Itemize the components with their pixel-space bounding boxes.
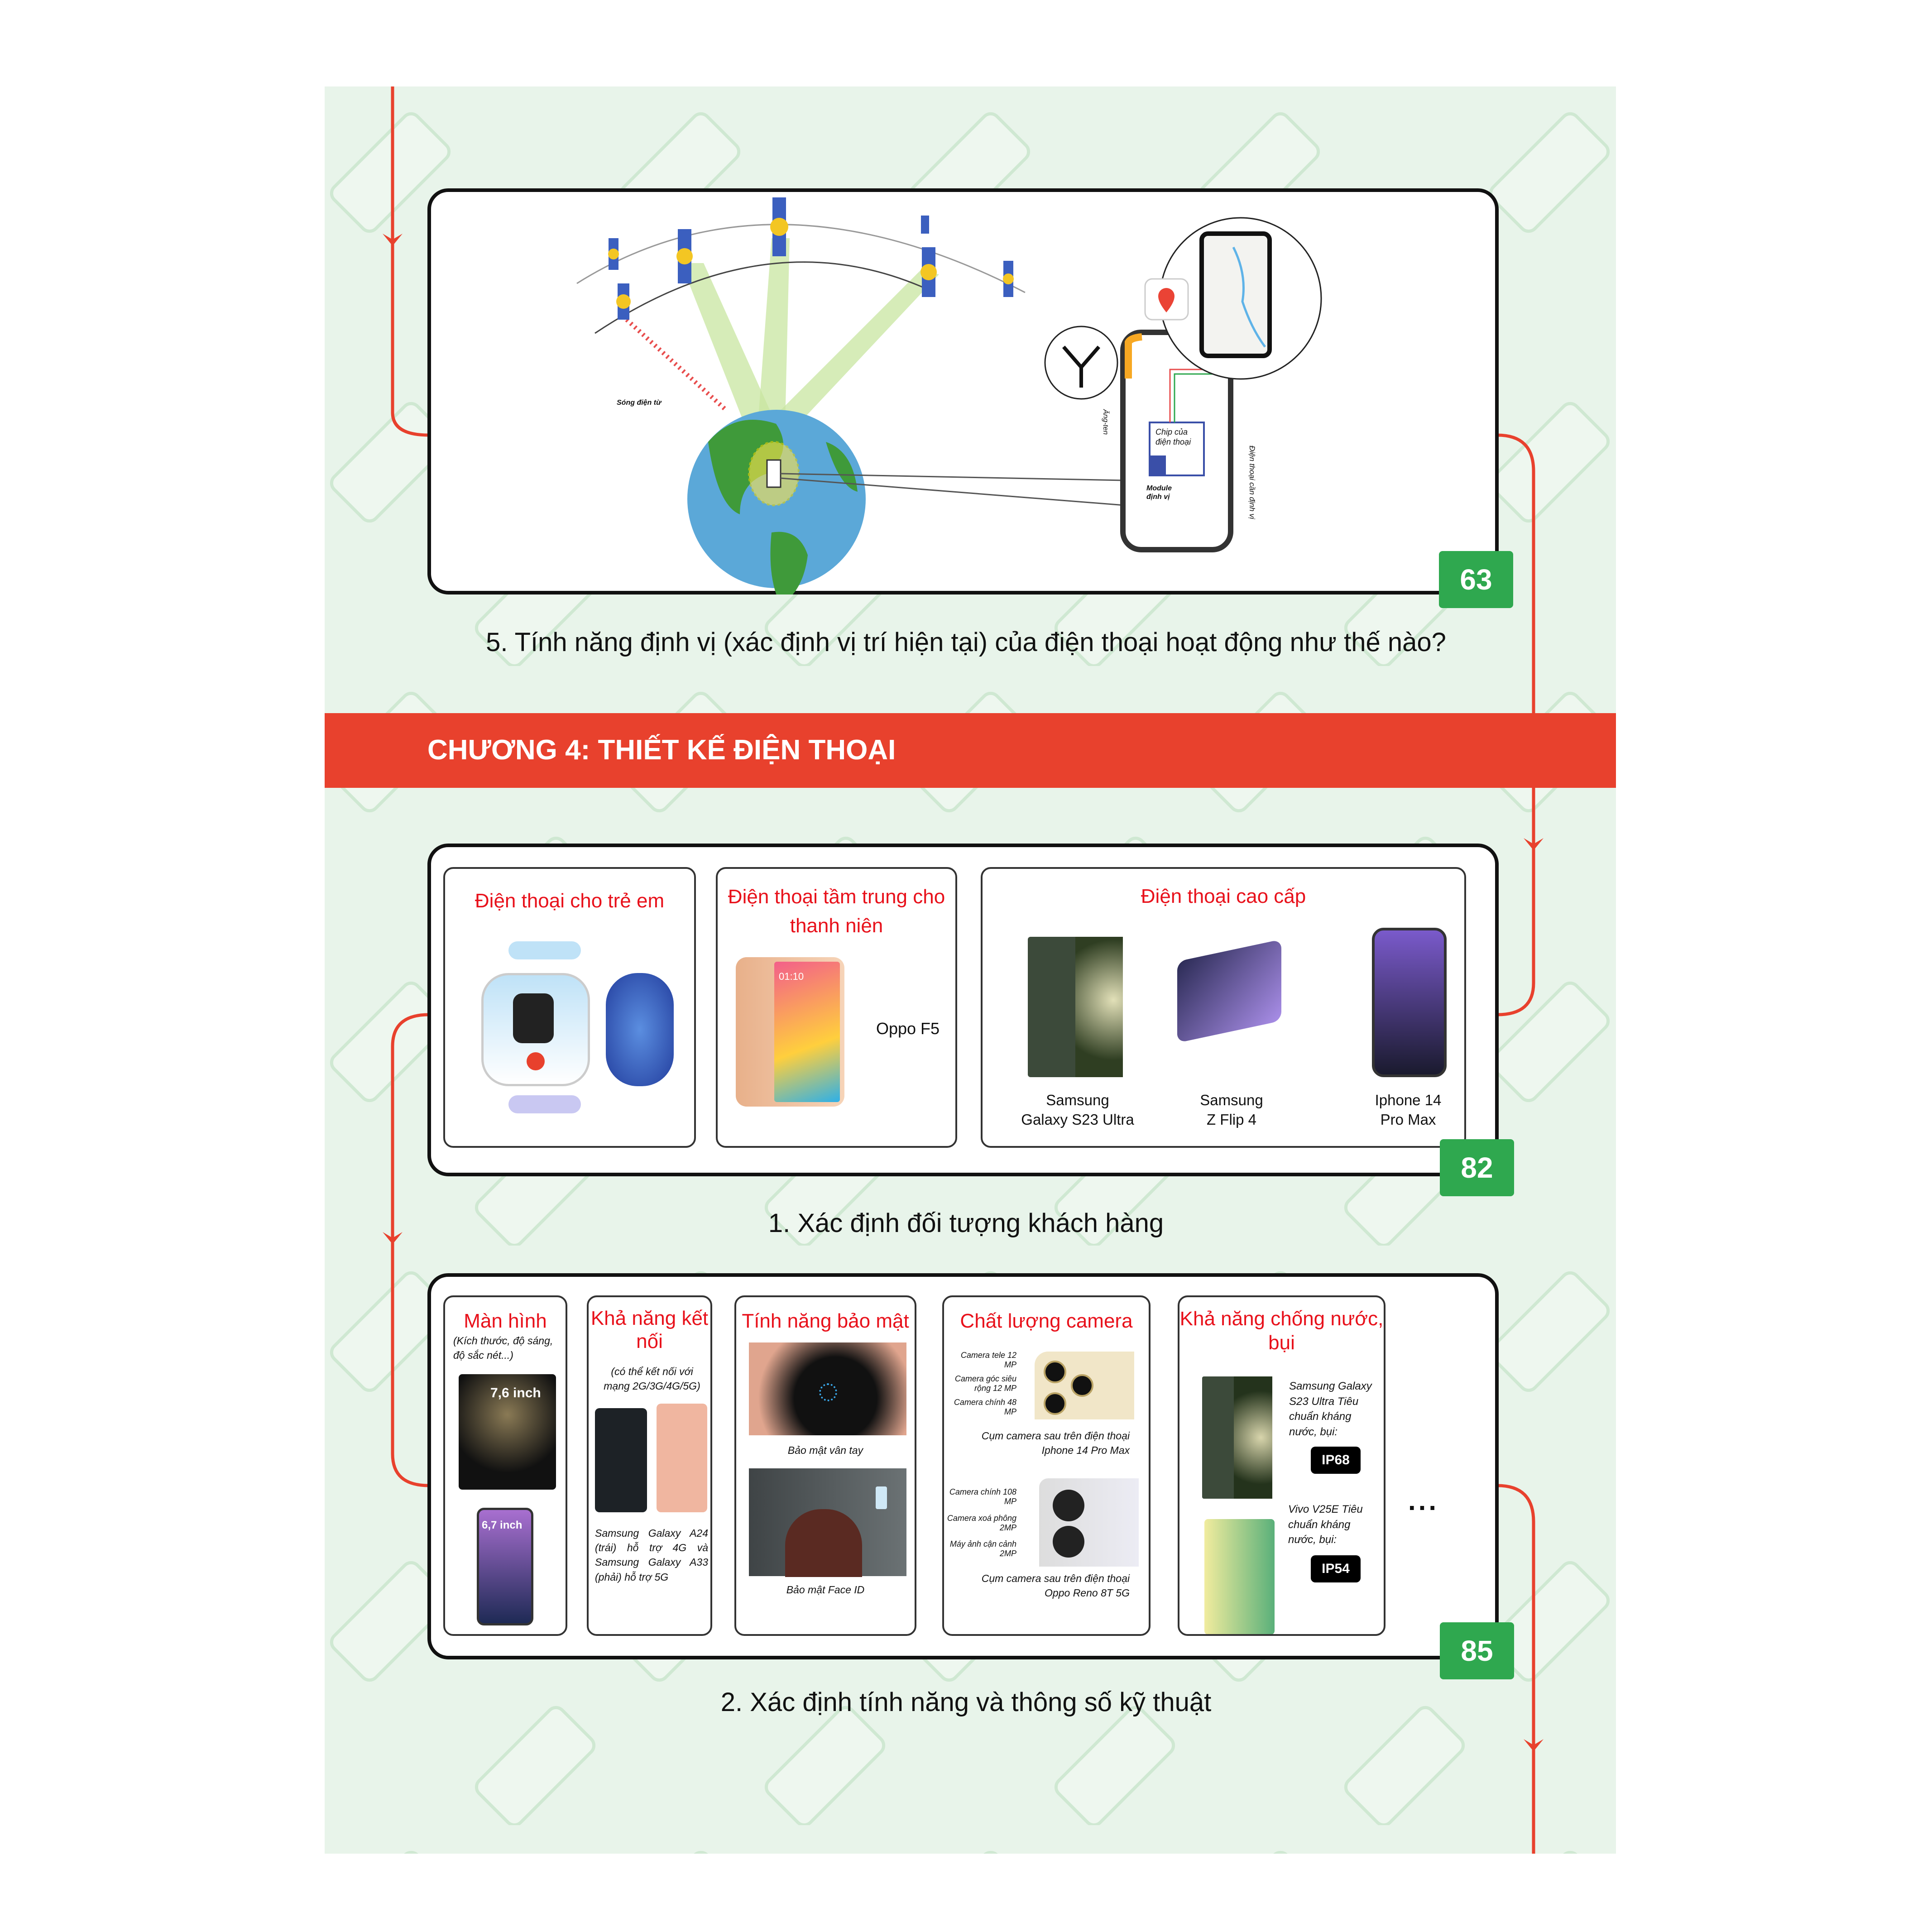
panel-title: Điện thoại cao cấp <box>1141 885 1306 907</box>
label-line: Samsung <box>1200 1092 1263 1108</box>
water-desc: Vivo V25E Tiêu chuẩn kháng nước, bụi: <box>1288 1503 1363 1546</box>
globe-icon <box>687 410 866 594</box>
oppo-f5-image: 01:10 <box>736 957 844 1107</box>
panel-water-resistance: Khả năng chống nước, bụi Samsung Galaxy … <box>1178 1295 1385 1636</box>
label-line: Samsung <box>1046 1092 1109 1108</box>
z-flip-4-image <box>1177 939 1281 1043</box>
panel-kids-phone: Điện thoại cho trẻ em <box>443 867 696 1148</box>
flow-arrow-lines <box>383 86 1544 1854</box>
antenna-zoom-circle <box>1044 326 1118 400</box>
panel-title: Điện thoại tầm trung cho thanh niên <box>728 886 945 937</box>
panel-midrange-phone: Điện thoại tầm trung cho thanh niên 01:1… <box>716 867 957 1148</box>
satellite-icon <box>609 197 1013 320</box>
satellite-beams <box>625 238 939 424</box>
s23-ultra-image <box>1202 1376 1272 1499</box>
fold-phone-image: 7,6 inch <box>459 1374 556 1490</box>
chapter-banner: CHƯƠNG 4: THIẾT KẾ ĐIỆN THOẠI <box>325 713 1616 788</box>
ip68-badge: IP68 <box>1311 1447 1361 1474</box>
phone-label-zflip: Samsung Z Flip 4 <box>1177 1091 1286 1130</box>
label-line: Iphone 14 <box>1375 1092 1442 1108</box>
galaxy-a33-image <box>657 1404 707 1512</box>
kids-phone-back-image <box>606 973 674 1086</box>
panel-screen: Màn hình (Kích thước, độ sáng, độ sắc né… <box>443 1295 567 1636</box>
section-caption-2: 2. Xác định tính năng và thông số kỹ thu… <box>720 1688 1212 1717</box>
label-line: Galaxy S23 Ultra <box>1021 1111 1134 1128</box>
panel-connectivity: Khả năng kết nối (có thể kết nối với mạn… <box>587 1295 712 1636</box>
panel-title: Khả năng kết nối <box>590 1307 709 1352</box>
camera-label: Camera góc siêu rộng 12 MP <box>954 1374 1016 1393</box>
camera-caption: Cụm camera sau trên điện thoại Iphone 14… <box>981 1430 1130 1457</box>
camera-label: Camera tele 12 MP <box>960 1351 1016 1369</box>
page-badge-63: 63 <box>1439 551 1513 608</box>
panel-title: Tính năng bảo mật <box>742 1310 909 1332</box>
maps-pin-icon <box>1158 288 1175 312</box>
camera-label: Camera xoá phông 2MP <box>947 1514 1016 1532</box>
faceid-caption: Bảo mật Face ID <box>786 1584 865 1596</box>
iphone-14-pro-max-image <box>1372 928 1447 1077</box>
location-diagram-card: Sóng điện từ Ăng-ten Chip của điện thoại… <box>427 188 1499 594</box>
camera-label: Camera chính 108 MP <box>949 1487 1016 1506</box>
question-5: 5. Tính năng định vị (xác định vị trí hi… <box>486 628 1446 657</box>
kids-phone-image <box>481 973 590 1086</box>
oppo-camera-image <box>1039 1478 1139 1567</box>
galaxy-a24-image <box>595 1408 647 1512</box>
camera-label: Máy ảnh cận cảnh 2MP <box>949 1539 1016 1558</box>
panel-desc: Samsung Galaxy A24 (trái) hỗ trợ 4G và S… <box>595 1527 708 1583</box>
label-line: Pro Max <box>1380 1111 1436 1128</box>
screen-size-label: 6,7 inch <box>482 1519 523 1531</box>
ip54-badge: IP54 <box>1311 1555 1361 1582</box>
wave-label: Sóng điện từ <box>617 399 662 407</box>
gps-diagram <box>576 197 1322 594</box>
panel-camera: Chất lượng camera Camera tele 12 MP Came… <box>942 1295 1151 1636</box>
panel-title: Khả năng chống nước, bụi <box>1179 1308 1384 1354</box>
panel-title: Điện thoại cho trẻ em <box>475 890 665 912</box>
fingerprint-icon <box>819 1383 837 1401</box>
antenna-label: Ăng-ten <box>1102 409 1109 435</box>
section-caption-1: 1. Xác định đối tượng khách hàng <box>768 1208 1164 1238</box>
panel-title: Màn hình <box>464 1310 547 1332</box>
fingerprint-image <box>749 1342 906 1435</box>
faceid-image <box>749 1468 906 1577</box>
page-badge-82: 82 <box>1440 1139 1514 1196</box>
module-box <box>1150 455 1166 475</box>
s23-ultra-image <box>1028 937 1123 1077</box>
page-badge-85: 85 <box>1440 1622 1514 1679</box>
antenna-icon <box>1062 345 1101 388</box>
more-ellipsis: ... <box>1408 1486 1439 1516</box>
label-line: Z Flip 4 <box>1206 1111 1257 1128</box>
chapter-title: CHƯƠNG 4: THIẾT KẾ ĐIỆN THOẠI <box>427 734 896 766</box>
phone-label-iphone: Iphone 14 Pro Max <box>1354 1091 1462 1130</box>
iphone-camera-image <box>1035 1352 1134 1419</box>
camera-label: Camera chính 48 MP <box>954 1398 1016 1416</box>
iphone-image: 6,7 inch <box>477 1508 533 1625</box>
water-desc: Samsung Galaxy S23 Ultra Tiêu chuẩn khán… <box>1289 1380 1372 1438</box>
chip-label: Chip của điện thoại <box>1155 427 1191 446</box>
phone-label: Điện thoại cần định vị <box>1248 446 1256 519</box>
module-label: Module định vị <box>1146 484 1172 501</box>
panel-note: (có thể kết nối với mạng 2G/3G/4G/5G) <box>604 1366 700 1392</box>
fingerprint-caption: Bảo mật vân tay <box>787 1444 863 1456</box>
screen-size-label: 7,6 inch <box>490 1385 541 1400</box>
panel-note: (Kích thước, độ sáng, độ sắc nét...) <box>453 1335 553 1362</box>
screen-time: 01:10 <box>779 971 804 982</box>
oppo-f5-label: Oppo F5 <box>876 1019 940 1038</box>
panel-title: Chất lượng camera <box>960 1310 1133 1332</box>
panel-security: Tính năng bảo mật Bảo mật vân tay Bảo mậ… <box>734 1295 916 1636</box>
camera-caption: Cụm camera sau trên điện thoại Oppo Reno… <box>981 1572 1130 1599</box>
vivo-v25e-image <box>1204 1519 1275 1634</box>
